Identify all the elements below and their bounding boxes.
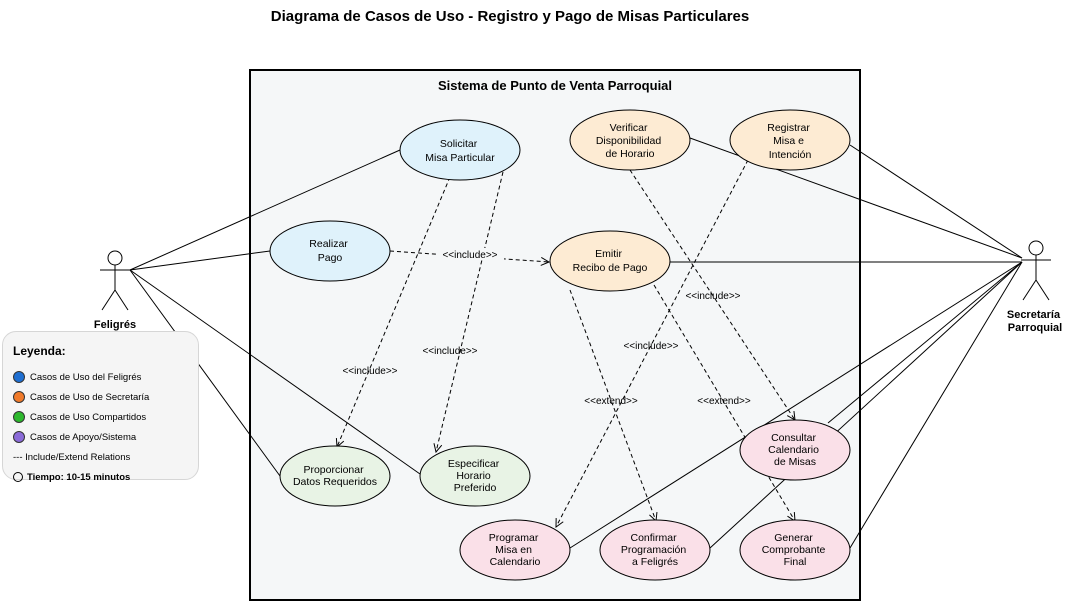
label-include-programar: <<include>> (623, 341, 678, 352)
legend-title: Leyenda: (13, 344, 66, 358)
assoc-feligres-solicitar (129, 149, 401, 271)
svg-text:Verificar Disponibilidad: Verificar Disponibilidad de Horario (596, 122, 664, 160)
assoc-secretaria-confirmar (709, 261, 1023, 549)
assoc-secretaria-generar (849, 261, 1023, 549)
legend-item-compartidos: Casos de Uso Compartidos (13, 407, 188, 427)
svg-text:Registrar Misa e I: Registrar Misa e Intención (767, 122, 813, 161)
assoc-feligres-proporcionar (129, 269, 281, 477)
legend-relations-note: --- Include/Extend Relations (13, 451, 131, 463)
assoc-feligres-pago (129, 250, 271, 271)
label-include-proporcionar: <<include>> (342, 366, 397, 377)
use-case-solicitar[interactable]: Solicitar Misa Particular (399, 119, 521, 181)
legend-item-secretaria: Casos de Uso de Secretaría (13, 387, 188, 407)
legend-item-label: Casos de Uso de Secretaría (30, 391, 150, 403)
include-solicitar-especificar (436, 171, 504, 452)
assoc-secretaria-registrar (849, 144, 1023, 259)
legend-item-label: Casos de Apoyo/Sistema (30, 431, 137, 443)
label-include-especificar: <<include>> (422, 346, 477, 357)
label-extend-generar: <<extend>> (697, 396, 751, 407)
blue-dot-icon (13, 371, 25, 383)
assoc-feligres-especificar (129, 269, 421, 475)
actor-secretaria-figure[interactable] (1021, 240, 1051, 301)
actor-secretaria-label: Secretaría Parroquial (1007, 309, 1063, 334)
orange-dot-icon (13, 391, 25, 403)
legend-time: Tiempo: 10-15 minutos (13, 467, 188, 487)
diagram-title: Diagrama de Casos de Uso - Registro y Pa… (271, 8, 750, 25)
legend-item-feligres: Casos de Uso del Feligrés (13, 367, 188, 387)
label-include-consultar: <<include>> (685, 291, 740, 302)
svg-text:Especificar Horario: Especificar Horario Preferido (448, 458, 502, 494)
svg-text:Generar Comprobante: Generar Comprobante Final (762, 532, 829, 568)
svg-text:Confirmar Programación: Confirmar Programación a Feligrés (621, 532, 689, 568)
assoc-secretaria-consultar (827, 261, 1023, 424)
association-lines (129, 137, 1023, 549)
use-case-realizar-pago[interactable]: Realizar Pago (269, 220, 391, 282)
actor-feligres-figure[interactable] (100, 250, 130, 311)
relation-labels: <<include>> <<include>> <<include>> <<in… (342, 248, 751, 407)
svg-text:Emitir Recibo de Pago: Emitir Recibo de Pago (573, 248, 648, 274)
purple-dot-icon (13, 431, 25, 443)
svg-text:Consultar Calendario: Consultar Calendario de Misas (768, 432, 822, 468)
svg-text:Proporcionar Datos Reque: Proporcionar Datos Requeridos (293, 464, 377, 488)
clock-icon (13, 472, 23, 482)
legend-item-label: Casos de Uso Compartidos (30, 411, 147, 423)
legend-item-apoyo: Casos de Apoyo/Sistema (13, 427, 188, 447)
include-registrar-programar (556, 159, 749, 527)
actor-feligres-label: Feligrés (94, 319, 136, 331)
use-case-verificar[interactable]: Verificar Disponibilidad de Horario (569, 109, 691, 171)
use-case-confirmar[interactable]: Confirmar Programación a Feligrés (599, 519, 711, 581)
extend-emitir-generar (653, 284, 795, 521)
legend-item-label: Casos de Uso del Feligrés (30, 371, 142, 383)
svg-text:Solicitar Misa Particula: Solicitar Misa Particular (425, 138, 495, 164)
use-case-especificar[interactable]: Especificar Horario Preferido (419, 445, 531, 507)
use-case-emitir[interactable]: Emitir Recibo de Pago (549, 230, 671, 292)
extend-emitir-confirmar (569, 289, 656, 521)
use-case-programar[interactable]: Programar Misa en Calendario (459, 519, 571, 581)
green-dot-icon (13, 411, 25, 423)
legend-time-label: Tiempo: 10-15 minutos (27, 471, 131, 483)
label-extend-confirmar: <<extend>> (584, 396, 638, 407)
label-include-pago: <<include>> (442, 250, 497, 261)
use-case-proporcionar[interactable]: Proporcionar Datos Requeridos (279, 445, 391, 507)
include-verificar-consultar (629, 169, 795, 420)
svg-text:Realizar Pago: Realizar Pago (309, 238, 350, 264)
use-case-registrar[interactable]: Registrar Misa e Intención (729, 109, 851, 171)
assoc-secretaria-programar (569, 261, 1023, 549)
svg-text:Programar Misa en: Programar Misa en Calendario (489, 532, 542, 568)
use-case-generar[interactable]: Generar Comprobante Final (739, 519, 851, 581)
legend-panel: Leyenda: Casos de Uso del Feligrés Casos… (2, 331, 199, 483)
system-title: Sistema de Punto de Venta Parroquial (438, 78, 672, 93)
use-case-consultar[interactable]: Consultar Calendario de Misas (739, 419, 851, 481)
